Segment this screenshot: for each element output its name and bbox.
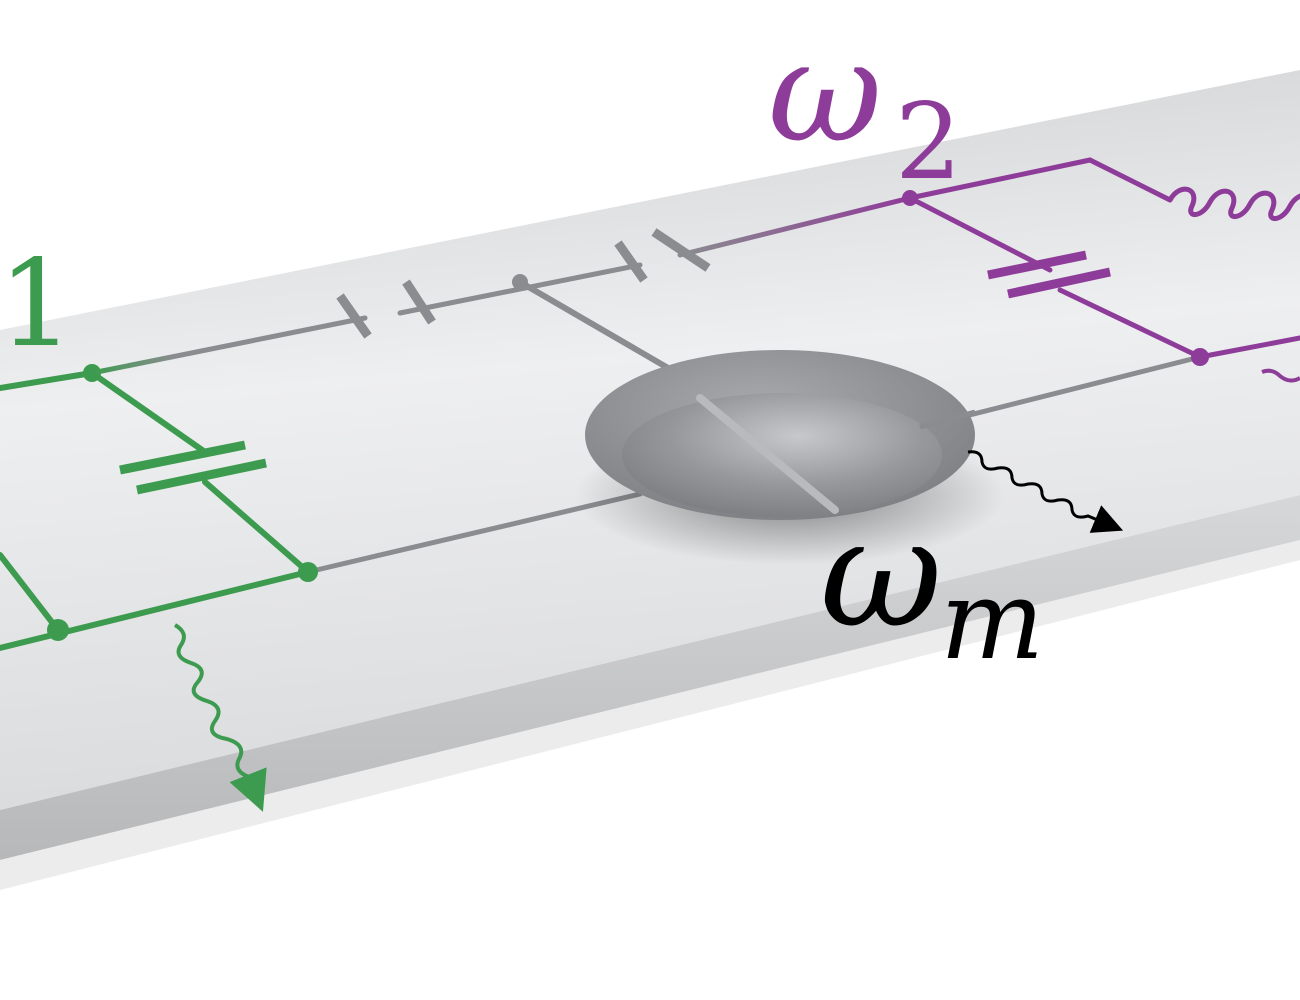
inductor-icon	[1167, 186, 1300, 221]
mechanical-mode-subscript: m	[940, 556, 1044, 684]
membrane-drum-icon	[575, 350, 1005, 565]
capacitor-icon	[336, 228, 711, 339]
decay-arrow-icon	[1261, 368, 1300, 383]
mode-2-label: ω 2	[768, 11, 962, 203]
mechanical-mode-symbol: ω	[820, 487, 942, 661]
mode-2-circuit	[902, 157, 1300, 428]
decay-arrow-icon	[967, 450, 1124, 533]
mechanical-mode-label: ω m	[820, 487, 1044, 684]
mode-1-label: 1	[0, 235, 74, 374]
decay-arrow-icon	[173, 623, 267, 812]
capacitor-icon	[987, 250, 1111, 299]
coupling-line	[89, 195, 913, 376]
mode-2-subscript: 2	[895, 81, 962, 203]
mode-2-symbol: ω	[768, 11, 882, 174]
capacitor-icon	[119, 440, 267, 495]
